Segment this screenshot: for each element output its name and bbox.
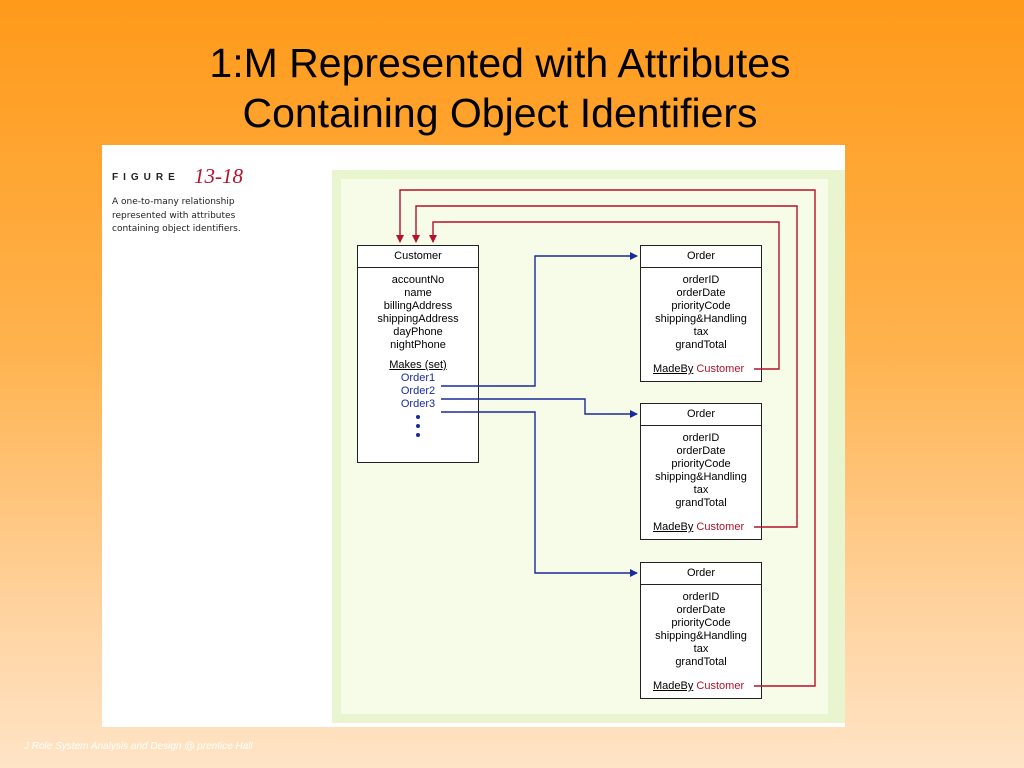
attribute: priorityCode xyxy=(671,458,731,470)
made-by-row: MadeBy Customer xyxy=(653,521,745,533)
figure-number: 13-18 xyxy=(194,164,243,188)
attribute: accountNo xyxy=(391,274,445,286)
slide-title: 1:M Represented with Attributes Containi… xyxy=(0,38,1000,138)
order2-link xyxy=(441,398,638,418)
attribute: nightPhone xyxy=(390,339,446,351)
order3-link xyxy=(441,411,638,577)
caption-line: represented with attributes xyxy=(112,210,236,221)
order-header: Order xyxy=(641,404,761,426)
attribute: shipping&Handling xyxy=(655,471,747,483)
attribute: grandTotal xyxy=(675,497,727,509)
order-box-2: Order orderID orderDate priorityCode shi… xyxy=(640,403,762,540)
slide-title-line-1: 1:M Represented with Attributes xyxy=(209,40,791,86)
order-ref: Order2 xyxy=(400,385,436,397)
attribute: orderID xyxy=(682,591,720,603)
attribute: shippingAddress xyxy=(377,313,459,325)
customer-header: Customer xyxy=(358,246,478,268)
attribute: priorityCode xyxy=(671,300,731,312)
order-header: Order xyxy=(641,563,761,585)
order-ref: Order3 xyxy=(400,398,436,410)
order1-link xyxy=(441,252,638,387)
attribute: orderDate xyxy=(676,287,726,299)
makes-set-label: Makes (set) xyxy=(389,359,447,371)
attribute: orderID xyxy=(682,432,720,444)
customer-attributes: accountNo name billingAddress shippingAd… xyxy=(358,268,478,352)
attribute: name xyxy=(404,287,432,299)
attribute: orderDate xyxy=(676,445,726,457)
attribute: tax xyxy=(693,326,709,338)
caption-line: containing object identifiers. xyxy=(112,224,241,234)
madeby-link-1 xyxy=(429,221,780,370)
figure-label: FIGURE xyxy=(112,172,180,183)
order-attributes: orderID orderDate priorityCode shipping&… xyxy=(641,268,761,352)
attribute: orderID xyxy=(682,274,720,286)
customer-box: Customer accountNo name billingAddress s… xyxy=(357,245,479,463)
order-attributes: orderID orderDate priorityCode shipping&… xyxy=(641,585,761,669)
slide-title-line-2: Containing Object Identifiers xyxy=(242,90,758,136)
attribute: shipping&Handling xyxy=(655,313,747,325)
order-attributes: orderID orderDate priorityCode shipping&… xyxy=(641,426,761,510)
attribute: tax xyxy=(693,643,709,655)
attribute: priorityCode xyxy=(671,617,731,629)
ellipsis-dot xyxy=(416,433,420,437)
ellipsis-dot xyxy=(416,424,420,428)
order-references: Order1 Order2 Order3 xyxy=(358,372,478,437)
attribute: orderDate xyxy=(676,604,726,616)
order-box-3: Order orderID orderDate priorityCode shi… xyxy=(640,562,762,699)
order-header: Order xyxy=(641,246,761,268)
ellipsis-dot xyxy=(416,415,420,419)
figure-caption: A one-to-many relationship represented w… xyxy=(112,196,272,237)
caption-line: A one-to-many relationship xyxy=(112,197,235,207)
attribute: shipping&Handling xyxy=(655,630,747,642)
madeby-link-2 xyxy=(412,205,798,528)
order-box-1: Order orderID orderDate priorityCode shi… xyxy=(640,245,762,382)
slide-footer: J Role System Analysis and Design @ pren… xyxy=(24,741,253,752)
attribute: grandTotal xyxy=(675,656,727,668)
attribute: dayPhone xyxy=(393,326,443,338)
order-ref: Order1 xyxy=(400,372,436,384)
madeby-link-3 xyxy=(396,189,816,687)
attribute: tax xyxy=(693,484,709,496)
attribute: grandTotal xyxy=(675,339,727,351)
made-by-row: MadeBy Customer xyxy=(653,363,745,375)
made-by-row: MadeBy Customer xyxy=(653,680,745,692)
attribute: billingAddress xyxy=(383,300,453,312)
